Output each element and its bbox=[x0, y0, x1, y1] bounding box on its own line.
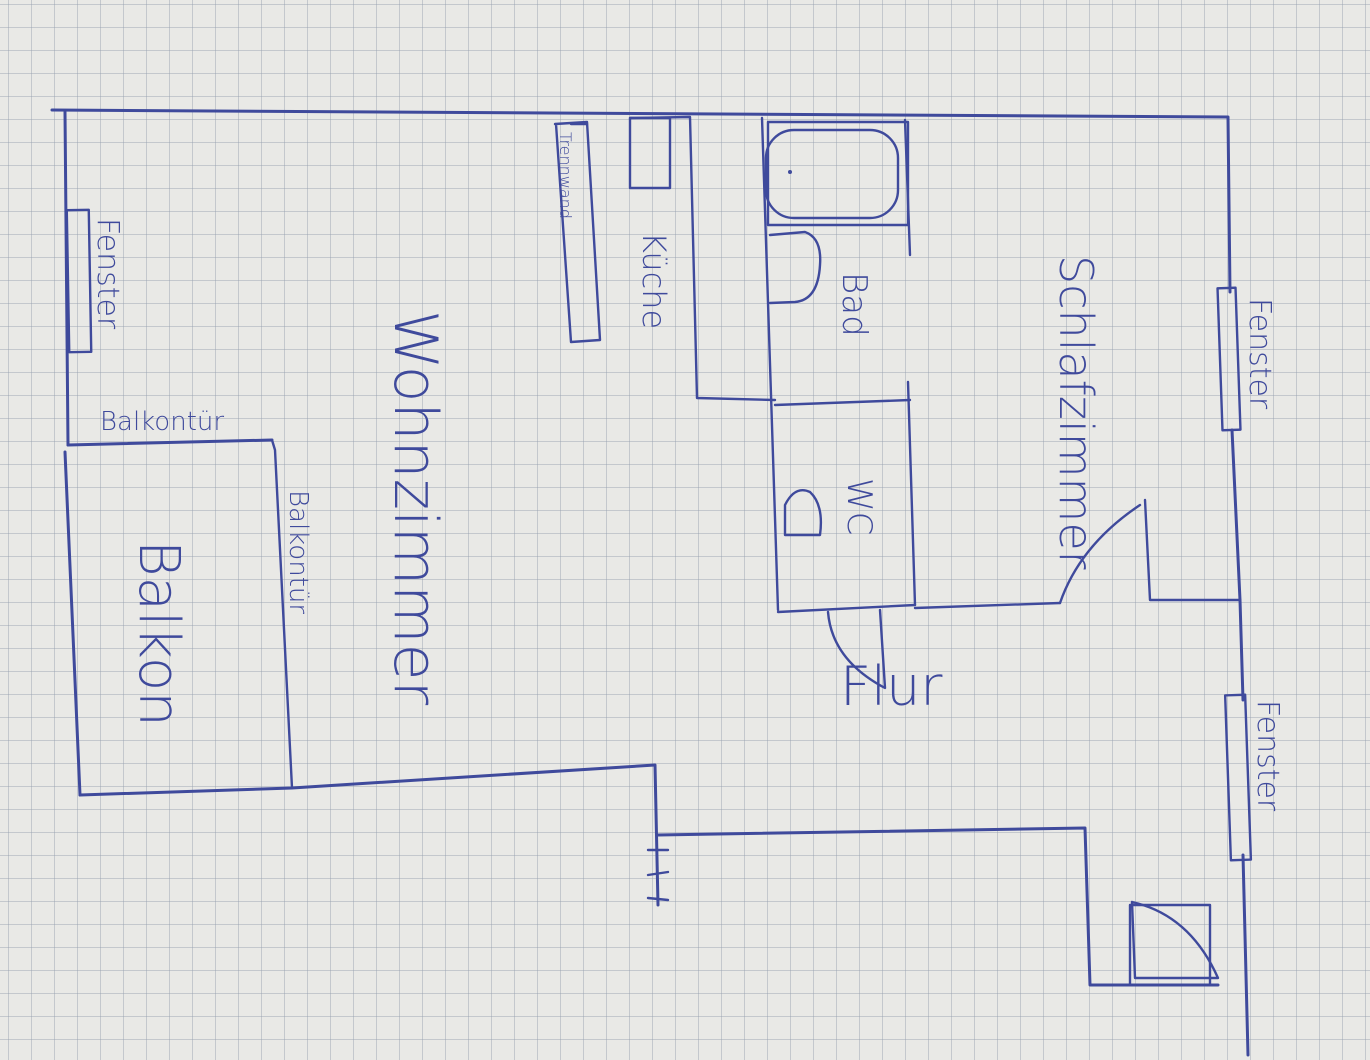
label-trennwand: Trennwand bbox=[556, 132, 575, 219]
window-left bbox=[65, 208, 93, 354]
bedroom-walls bbox=[913, 498, 1242, 610]
label-wohnzimmer: Wohnzimmer bbox=[380, 310, 450, 706]
balcony-outline bbox=[270, 438, 294, 790]
label-fenster-left: Fenster bbox=[90, 218, 125, 330]
bathtub bbox=[764, 120, 910, 227]
label-balkontuer-right: Balkontür bbox=[283, 490, 313, 614]
label-fenster-right-bottom: Fenster bbox=[1250, 700, 1285, 812]
window-right-top bbox=[1216, 286, 1242, 432]
label-wc: WC bbox=[839, 478, 879, 535]
label-kueche: Küche bbox=[635, 232, 673, 329]
bathroom-door bbox=[826, 608, 887, 690]
kitchen-walls bbox=[628, 115, 777, 402]
label-schlafzimmer: Schlafzimmer bbox=[1049, 255, 1103, 570]
window-right-bottom bbox=[1223, 693, 1253, 862]
bathroom-walls bbox=[760, 116, 917, 614]
sink bbox=[768, 230, 822, 305]
label-balkontuer-top: Balkontür bbox=[100, 407, 224, 437]
toilet bbox=[783, 488, 823, 537]
label-bad: Bad bbox=[834, 272, 874, 337]
partition-wall bbox=[553, 120, 602, 344]
entry-door bbox=[1128, 900, 1220, 987]
entrance-marks bbox=[646, 848, 670, 902]
label-balkon: Balkon bbox=[126, 540, 191, 727]
label-fenster-right-top: Fenster bbox=[1242, 298, 1277, 410]
label-flur: Flur bbox=[840, 655, 943, 718]
